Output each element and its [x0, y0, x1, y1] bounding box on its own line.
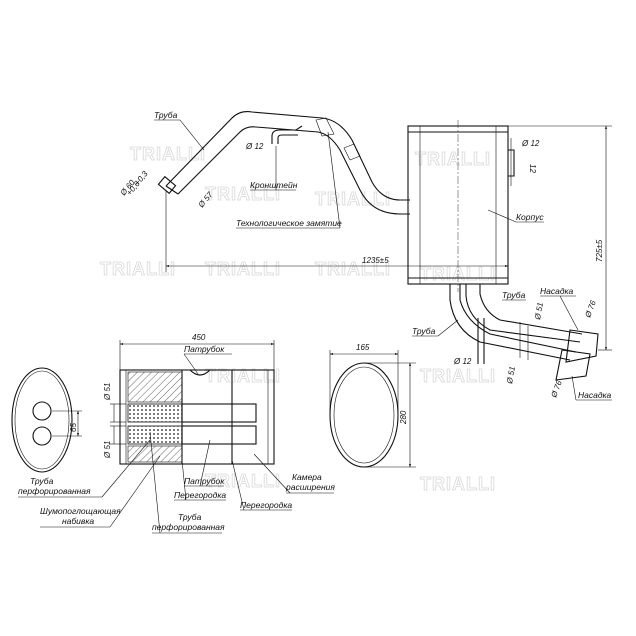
label-perf-pipe-1-l1: Труба	[30, 476, 54, 486]
dim-bracket: Ø 12	[245, 142, 264, 151]
leader-perf-pipe-1	[101, 439, 151, 498]
bracket-inner	[277, 134, 298, 144]
outlet-pipe-2-inner	[459, 284, 577, 353]
outlet-hole-bottom	[32, 426, 52, 446]
outlet-pipe-2	[449, 284, 571, 361]
pipe-top	[181, 403, 257, 423]
label-chamber-l2: расширения	[285, 482, 335, 492]
outlet-pipe-1	[465, 284, 581, 343]
label-bracket: Кронштейн	[250, 180, 298, 190]
section-view: 450 Ø 51 Ø 51 Патрубок Труба перфорирова…	[18, 333, 335, 534]
label-insulation-l2: набивка	[62, 516, 94, 526]
perforated-pipe-bottom	[127, 425, 183, 445]
front-view: 65	[11, 367, 82, 473]
dim-lower-bracket: Ø 12	[453, 357, 472, 366]
inlet-stub	[189, 369, 211, 376]
dim-end-width: 165	[356, 343, 370, 352]
label-pipe-lower: Труба	[412, 326, 436, 336]
dim-end-height: 280	[399, 410, 408, 425]
side-oval	[329, 362, 399, 468]
leader-pipe-lower	[437, 319, 459, 337]
label-body: Корпус	[516, 212, 544, 222]
leader-inlet-stub-2	[199, 439, 211, 487]
pipe-bottom	[181, 425, 257, 445]
dim-length: 1235±5	[362, 256, 389, 265]
watermark: TRIALLI	[415, 149, 491, 169]
dim-out-pipe-2: Ø 51	[505, 366, 517, 386]
insulation-top	[127, 371, 183, 403]
leader-chamber	[253, 453, 291, 494]
tech-clamp	[315, 117, 335, 137]
section-body	[119, 369, 275, 465]
watermark: TRIALLI	[420, 366, 496, 386]
tip-1	[565, 329, 599, 363]
leader-clamp	[327, 131, 341, 229]
label-inlet-stub-2: Патрубок	[184, 476, 225, 486]
perforated-pipe-top	[127, 403, 183, 423]
watermark: TRIALLI	[205, 259, 281, 279]
leader-perf-pipe-2	[149, 431, 161, 534]
leader-insulation	[109, 455, 161, 528]
label-chamber-l1: Камера	[292, 472, 322, 482]
label-pipe: Труба	[154, 110, 178, 120]
watermark: TRIALLI	[130, 144, 206, 164]
front-oval-inner	[14, 370, 70, 470]
label-baffle-2: Перегородка	[240, 500, 292, 510]
watermark: TRIALLI	[420, 264, 496, 284]
outlet-pipe-1-inner	[479, 284, 583, 335]
side-view: 165 280	[329, 343, 416, 468]
inlet-flange	[157, 175, 177, 195]
dim-spacing: 65	[69, 423, 78, 432]
dim-tip-1: Ø 76	[583, 299, 598, 320]
watermark: TRIALLI	[420, 474, 496, 494]
label-pipe-right: Труба	[502, 290, 526, 300]
front-oval	[11, 367, 73, 473]
inlet-pipe	[165, 111, 410, 201]
watermark: TRIALLI	[205, 184, 281, 204]
watermark: TRIALLI	[100, 259, 176, 279]
watermark: TRIALLI	[205, 366, 281, 386]
insulation-bottom	[127, 445, 183, 463]
lower-bracket	[477, 318, 485, 364]
leader-inlet-stub	[183, 353, 199, 375]
leader-baffle-1	[181, 459, 187, 501]
dim-d-top: Ø 51	[103, 383, 112, 401]
watermark: TRIALLI	[315, 259, 391, 279]
leader-baffle-2	[231, 459, 245, 511]
leader-tip-bottom	[571, 375, 577, 401]
leader-body	[487, 209, 517, 223]
label-tech-clamp: Технологическое замятие	[236, 218, 342, 228]
watermark-group: TRIALLI TRIALLI TRIALLI TRIALLI TRIALLI …	[100, 144, 496, 495]
label-inlet-stub: Патрубок	[184, 344, 225, 354]
dim-right-bracket-2: 12	[528, 164, 537, 173]
label-tip-top: Насадка	[540, 286, 574, 296]
label-baffle-1: Перегородка	[174, 490, 226, 500]
dim-section-width: 450	[192, 333, 206, 342]
label-perf-pipe-2-l2: перфорированная	[152, 522, 225, 532]
side-oval-inner	[333, 366, 395, 464]
outlet-hole-top	[32, 401, 52, 421]
tip-2	[555, 349, 591, 381]
label-tip-bottom: Насадка	[578, 390, 612, 400]
bracket	[271, 125, 303, 144]
clamp-mark	[343, 143, 361, 161]
inlet-pipe-inner	[177, 126, 410, 215]
dim-right-bracket: Ø 12	[521, 139, 540, 148]
dim-height: 725±5	[595, 239, 604, 262]
label-insulation-l1: Шумопоглощающая	[40, 506, 121, 516]
leader-pipe	[179, 119, 205, 151]
dim-tip-2: Ø 76	[549, 379, 564, 400]
label-perf-pipe-1-l2: перфорированная	[18, 486, 91, 496]
dim-out-pipe-1: Ø 51	[533, 302, 545, 322]
label-perf-pipe-2-l1: Труба	[178, 512, 202, 522]
dim-d-bottom: Ø 51	[103, 441, 112, 459]
leader-tip	[559, 295, 579, 331]
